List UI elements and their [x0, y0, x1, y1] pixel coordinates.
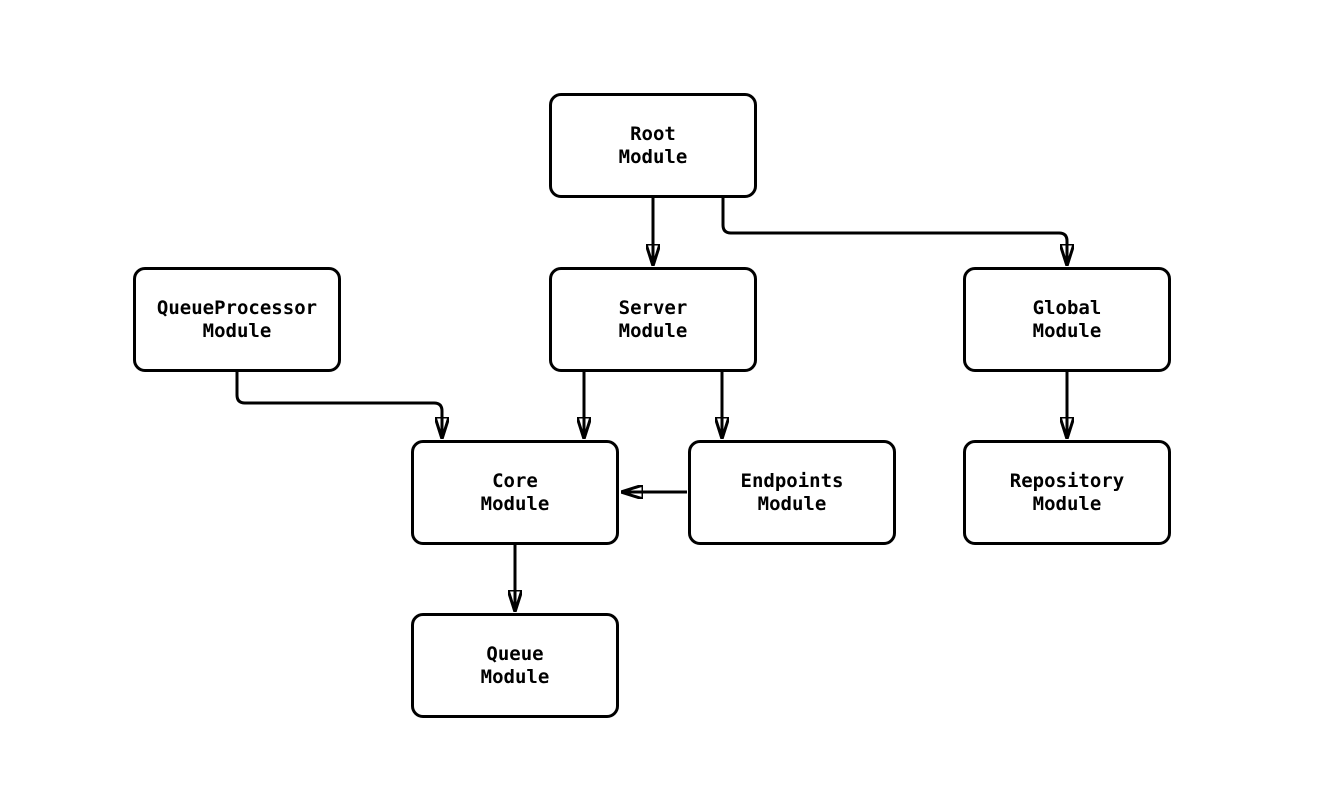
edge-queueprocessor-to-core — [235, 372, 442, 438]
node-label-line2: Module — [1032, 492, 1102, 515]
node-label-line2: Module — [202, 319, 272, 342]
node-label-line1: QueueProcessor — [156, 296, 318, 319]
node-endpoints-module: Endpoints Module — [688, 440, 896, 545]
node-label-line1: Server — [618, 296, 688, 319]
node-label-line1: Queue — [486, 642, 544, 665]
node-label-line2: Module — [1032, 319, 1102, 342]
node-label-line2: Module — [480, 492, 550, 515]
node-label-line1: Repository — [1009, 469, 1125, 492]
node-label-line1: Core — [492, 469, 538, 492]
node-label-line2: Module — [757, 492, 827, 515]
node-label-line1: Global — [1032, 296, 1102, 319]
node-label-line2: Module — [618, 319, 688, 342]
node-queueprocessor-module: QueueProcessor Module — [133, 267, 341, 372]
node-global-module: Global Module — [963, 267, 1171, 372]
node-label-line2: Module — [480, 665, 550, 688]
node-label-line1: Root — [630, 122, 676, 145]
node-repository-module: Repository Module — [963, 440, 1171, 545]
node-core-module: Core Module — [411, 440, 619, 545]
edge-root-to-global — [721, 197, 1067, 265]
node-label-line2: Module — [618, 145, 688, 168]
node-server-module: Server Module — [549, 267, 757, 372]
node-queue-module: Queue Module — [411, 613, 619, 718]
node-label-line1: Endpoints — [740, 469, 844, 492]
node-root-module: Root Module — [549, 93, 757, 198]
